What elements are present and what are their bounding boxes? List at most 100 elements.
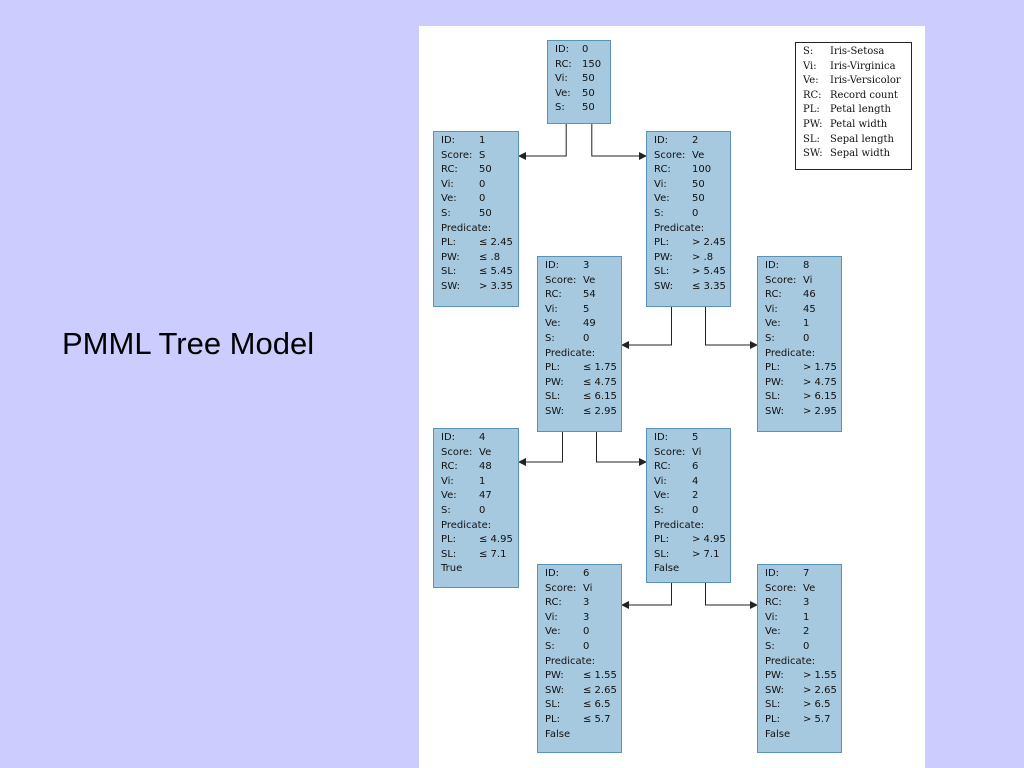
node-field-value: ≤ 7.1: [479, 548, 507, 560]
node-field-value: 0: [583, 640, 590, 652]
node-field-value: 50: [582, 73, 595, 85]
node-field-value: 50: [692, 178, 705, 190]
node-field-label: PW:: [545, 376, 564, 388]
legend-abbreviation: RC:: [803, 89, 822, 101]
node-field: Ve:49: [545, 317, 621, 332]
legend-abbreviation: Vi:: [803, 60, 817, 72]
node-field-label: ID:: [765, 568, 780, 579]
node-field: Predicate:: [654, 519, 730, 534]
legend-abbreviation: PW:: [803, 118, 823, 130]
legend-meaning: Sepal length: [830, 133, 894, 145]
node-field-label: Vi:: [555, 73, 568, 85]
node-field-value: 1: [479, 475, 486, 487]
node-field-label: PL:: [765, 362, 780, 374]
node-field-value: ≤ 2.95: [583, 405, 617, 417]
node-field-value: ≤ .8: [479, 251, 501, 263]
legend-meaning: Iris-Setosa: [830, 46, 885, 57]
node-field: ID:6: [545, 567, 621, 582]
node-field-label: Ve:: [441, 193, 457, 205]
node-field: PW:≤ 4.75: [545, 376, 621, 391]
node-field-label: Vi:: [765, 303, 778, 315]
legend-meaning: Petal width: [830, 118, 888, 130]
node-field: Predicate:: [545, 347, 621, 362]
node-field: SW:≤ 2.95: [545, 405, 621, 420]
node-field: Predicate:: [765, 347, 841, 362]
legend-meaning: Iris-Virginica: [830, 60, 896, 72]
node-field: SL:> 6.15: [765, 390, 841, 405]
node-field: RC:48: [441, 460, 518, 475]
node-field-label: SW:: [765, 405, 785, 417]
node-field: Ve:50: [654, 192, 730, 207]
node-field: Ve:0: [441, 192, 518, 207]
node-field: PL:> 1.75: [765, 361, 841, 376]
node-field-value: ≤ 1.55: [583, 670, 617, 682]
edge-0-1: [518, 124, 567, 160]
node-field-value: 3: [583, 260, 590, 271]
tree-edges: [518, 124, 758, 609]
node-field-value: Vi: [583, 582, 593, 594]
node-field-value: 6: [692, 461, 699, 473]
node-field-value: ≤ 2.45: [479, 237, 513, 249]
node-field-label: S:: [441, 504, 451, 516]
node-field-value: > 2.65: [803, 684, 837, 696]
node-field-value: 50: [582, 102, 595, 114]
node-field-value: 54: [583, 289, 596, 301]
node-field-value: 0: [479, 504, 486, 516]
node-field: Score:S: [441, 149, 518, 164]
node-field: RC:50: [441, 163, 518, 178]
legend-abbreviation: PL:: [803, 104, 820, 116]
node-field: RC:54: [545, 288, 621, 303]
edge-3-5: [596, 432, 647, 466]
node-field-value: 4: [692, 475, 699, 487]
node-field: Score:Vi: [654, 446, 730, 461]
node-field: Score:Vi: [765, 274, 841, 289]
node-field-value: ≤ 3.35: [692, 280, 726, 292]
node-field: SL:> 5.45: [654, 265, 730, 280]
node-field: ID:8: [765, 259, 841, 274]
node-field: Ve:50: [555, 87, 610, 102]
node-field-label: SW:: [654, 280, 674, 292]
node-field: S:50: [555, 101, 610, 116]
node-field-label: S:: [654, 207, 664, 219]
node-field-value: 48: [479, 461, 492, 473]
legend-entry: PL:Petal length: [803, 103, 911, 118]
node-field-value: 0: [803, 332, 810, 344]
node-field: Ve:2: [765, 625, 841, 640]
node-field-label: PL:: [545, 362, 560, 374]
legend-meaning: Sepal width: [830, 148, 891, 160]
node-field: SW:≤ 2.65: [545, 684, 621, 699]
node-field-label: Score:: [654, 446, 686, 458]
edge-2-8: [705, 307, 758, 349]
node-field-label: SL:: [545, 699, 561, 711]
legend-entry: S: Iris-Setosa: [803, 45, 911, 60]
node-field-value: > 2.95: [803, 405, 837, 417]
node-field: Vi:4: [654, 475, 730, 490]
node-field-label: Vi:: [545, 611, 558, 623]
node-field-value: 45: [803, 303, 816, 315]
node-field-label: ID:: [555, 44, 570, 55]
node-field: False: [765, 728, 841, 743]
node-field-label: PW:: [765, 376, 784, 388]
node-field-label: Predicate:: [765, 655, 816, 667]
node-field-label: True: [441, 563, 463, 575]
node-field: SL:≤ 7.1: [441, 548, 518, 563]
edge-5-6: [621, 583, 672, 609]
node-field: PL:> 5.7: [765, 713, 841, 728]
node-field-value: 3: [583, 611, 590, 623]
edge-2-3: [621, 307, 672, 349]
legend-abbreviation: S:: [803, 46, 814, 57]
node-field-value: > 2.45: [692, 237, 726, 249]
node-field-label: SL:: [654, 548, 670, 560]
node-field-label: SW:: [545, 684, 565, 696]
node-field-label: Ve:: [765, 626, 781, 638]
node-field: PL:≤ 2.45: [441, 236, 518, 251]
node-field: SL:≤ 6.5: [545, 698, 621, 713]
node-field: SL:> 6.5: [765, 698, 841, 713]
node-field-label: S:: [765, 640, 775, 652]
node-field-value: 0: [479, 178, 486, 190]
node-field-value: 5: [692, 432, 699, 443]
